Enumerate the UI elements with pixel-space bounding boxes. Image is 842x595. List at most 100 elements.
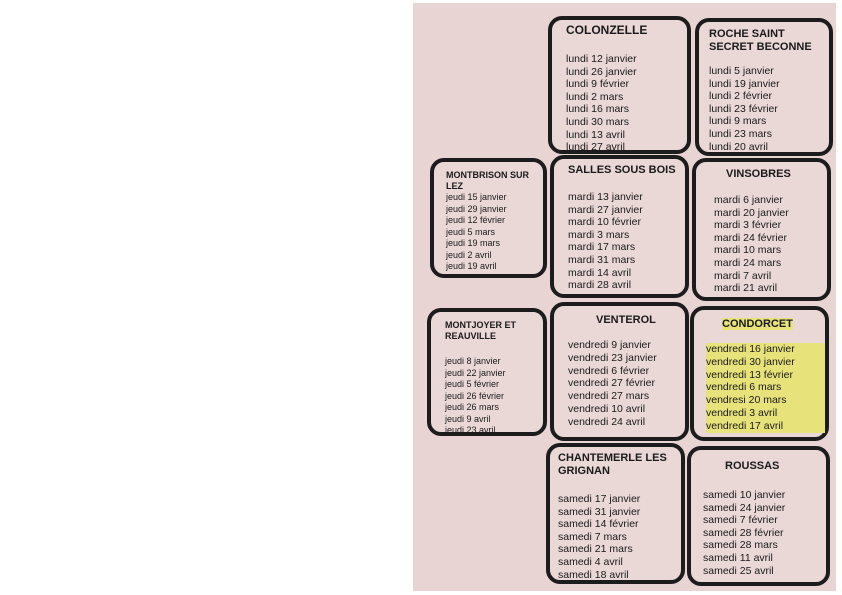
- date-item: mardi 3 février: [714, 219, 782, 232]
- date-item: mardi 7 avril: [714, 269, 772, 282]
- date-item: samedi 18 avril: [558, 568, 629, 581]
- date-item: lundi 13 avril: [566, 128, 625, 141]
- date-item: lundi 12 janvier: [566, 53, 637, 65]
- date-item: vendredi 9 janvier: [568, 339, 651, 351]
- date-item: vendredi 27 février: [568, 377, 655, 390]
- date-item: samedi 17 janvier: [558, 493, 641, 505]
- date-item: lundi 2 mars: [566, 90, 624, 103]
- date-item: vendredi 16 janvier: [706, 343, 825, 356]
- date-item: samedi 25 avril: [703, 564, 774, 577]
- date-item: jeudi 5 mars: [446, 226, 496, 237]
- date-item: samedi 7 février: [703, 514, 778, 527]
- date-item: mardi 31 mars: [568, 253, 636, 266]
- date-item: vendredi 6 février: [568, 364, 650, 377]
- date-item: samedi 11 avril: [703, 551, 773, 564]
- date-item: samedi 4 avril: [558, 555, 623, 568]
- date-item: jeudi 19 avril: [446, 261, 497, 271]
- date-item: samedi 14 février: [558, 518, 639, 531]
- town-title: CONDORCET: [722, 318, 793, 330]
- schedule-box-chantemerle-les-grignan: CHANTEMERLE LES GRIGNAN samedi 17 janvier…: [546, 443, 685, 584]
- date-item: vendredi 27 mars: [568, 390, 650, 403]
- date-item: samedi 28 février: [703, 526, 784, 539]
- date-item: jeudi 2 avril: [446, 249, 492, 260]
- town-title: MONTJOYER ET REAUVILLE: [445, 320, 517, 341]
- date-item: jeudi 9 avril: [445, 413, 491, 424]
- date-item: mardi 24 mars: [714, 256, 782, 269]
- date-item: samedi 7 mars: [558, 530, 627, 543]
- date-item: jeudi 12 février: [446, 215, 506, 225]
- town-title-wrap: CONDORCET: [722, 318, 825, 331]
- date-item: mardi 28 avril: [568, 279, 632, 292]
- date-item: mardi 27 janvier: [568, 203, 643, 216]
- date-item: lundi 23 mars: [709, 127, 773, 140]
- schedule-box-roche-saint-secret-beconne: ROCHE SAINT SECRET BECONNE lundi 5 janvie…: [695, 18, 833, 156]
- town-title: VINSOBRES: [726, 168, 791, 180]
- date-item: jeudi 19 mars: [446, 238, 501, 248]
- date-item: samedi 28 mars: [703, 539, 778, 552]
- town-title: CHANTEMERLE LES GRIGNAN: [558, 452, 667, 477]
- date-item: jeudi 26 mars: [445, 402, 500, 412]
- date-item: vendredi 30 janvier: [706, 355, 825, 369]
- date-item: mardi 6 janvier: [714, 194, 783, 206]
- date-item: samedi 24 janvier: [703, 501, 786, 514]
- date-item: mardi 14 avril: [568, 266, 632, 279]
- date-item: jeudi 26 février: [445, 390, 505, 401]
- date-item: vendredi 3 avril: [706, 406, 825, 420]
- date-item: jeudi 23 avril: [445, 425, 496, 435]
- town-title: ROUSSAS: [725, 460, 780, 472]
- date-item: jeudi 8 janvier: [445, 356, 501, 366]
- date-item: vendredi 6 mars: [706, 381, 825, 395]
- town-title: COLONZELLE: [566, 23, 648, 37]
- date-item: lundi 30 mars: [566, 115, 630, 128]
- town-title: VENTEROL: [596, 314, 656, 326]
- date-item: mardi 10 mars: [714, 244, 782, 257]
- date-item: lundi 9 février: [566, 78, 630, 91]
- town-title: SALLES SOUS BOIS: [568, 164, 676, 176]
- date-item: vendredi 17 avril: [706, 419, 825, 433]
- date-item: samedi 10 janvier: [703, 489, 786, 501]
- date-item: mardi 24 février: [714, 231, 787, 244]
- date-item: vendredi 13 février: [706, 368, 825, 382]
- date-item: lundi 19 janvier: [709, 77, 780, 90]
- date-item: vendredi 23 janvier: [568, 351, 657, 364]
- date-item: jeudi 5 février: [445, 379, 500, 389]
- date-item: lundi 16 mars: [566, 103, 630, 116]
- date-item: mardi 10 février: [568, 216, 641, 229]
- date-item: lundi 27 avril: [566, 141, 625, 154]
- date-item: lundi 9 mars: [709, 115, 767, 128]
- date-item: lundi 5 janvier: [709, 65, 774, 77]
- date-item: mardi 21 avril: [714, 282, 778, 295]
- date-item: samedi 31 janvier: [558, 505, 641, 518]
- date-item: vendredi 10 avril: [568, 402, 646, 415]
- date-item: mardi 13 janvier: [568, 191, 643, 203]
- date-item: samedi 21 mars: [558, 543, 633, 556]
- date-item: lundi 26 janvier: [566, 65, 637, 78]
- date-item: vendresi 20 mars: [706, 394, 825, 407]
- date-item: jeudi 22 janvier: [445, 367, 506, 378]
- date-item: jeudi 29 janvier: [446, 203, 507, 214]
- date-item: lundi 23 février: [709, 102, 778, 115]
- date-item: vendredi 24 avril: [568, 415, 646, 428]
- town-title: ROCHE SAINT SECRET BECONNE: [709, 28, 812, 53]
- date-item: mardi 17 mars: [568, 241, 636, 254]
- town-title: MONTBRISON SUR LEZ: [446, 170, 529, 191]
- date-item: lundi 2 février: [709, 90, 773, 103]
- date-item: mardi 20 janvier: [714, 206, 789, 219]
